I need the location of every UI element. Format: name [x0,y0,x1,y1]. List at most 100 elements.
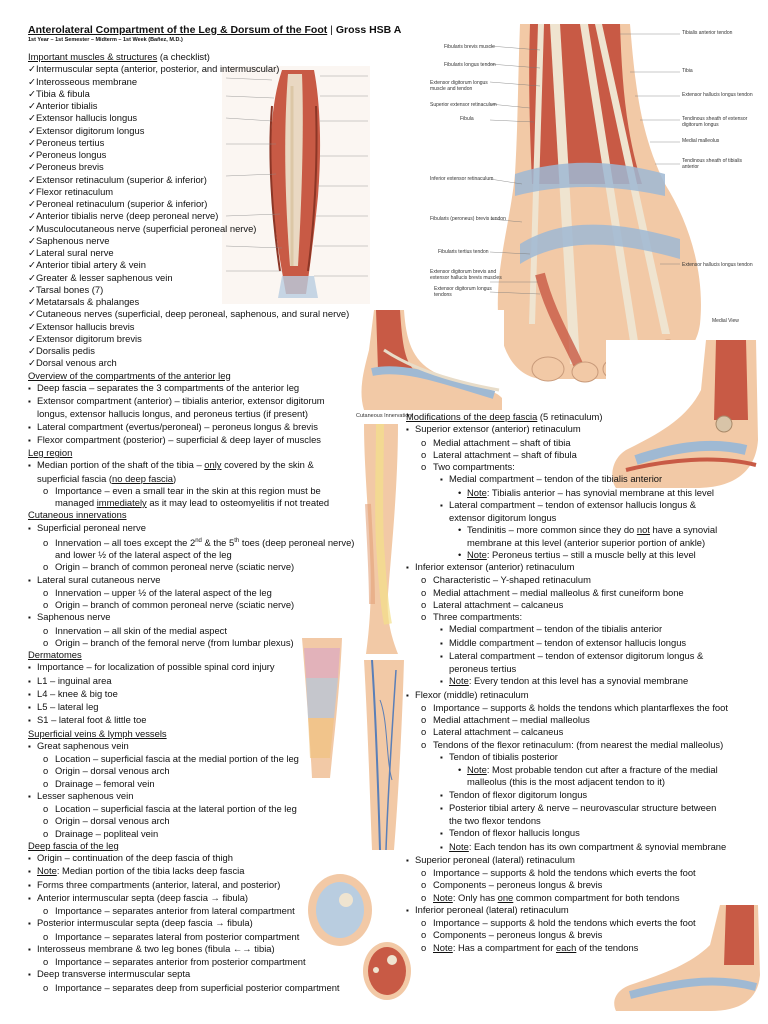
cutaneous-heading: Cutaneous innervations [28,509,127,521]
vein-item: Great saphenous vein [28,740,354,753]
deep-fascia-sub: Importance – separates deep from superfi… [28,982,354,994]
lateral-foot-figure [354,310,504,410]
checklist-item: Anterior tibial artery & vein [28,259,354,271]
retinaculum-subsub-cont: extensor digitorum longus [449,512,557,523]
retinaculum-subsub: Tendon of tibialis posterior [406,751,728,764]
retinaculum-sub: Tendons of the flexor retinaculum: (from… [406,739,728,751]
retinaculum-item: Superior extensor (anterior) retinaculum [406,423,728,436]
checklist-item: Tibia & fibula [28,88,354,100]
leg-region-sub-cont: managed immediately as it may lead to os… [55,497,330,508]
retinaculum-sub: Lateral attachment – calcaneus [406,726,728,738]
checklist-item: Dorsalis pedis [28,345,354,357]
label-fibularis-brevis: Fibularis brevis muscle [444,44,495,50]
retinaculum-subsub: Middle compartment – tendon of extensor … [406,637,728,650]
leg-region-item: Median portion of the shaft of the tibia… [28,459,354,472]
retinaculum-item: Superior peroneal (lateral) retinaculum [406,854,728,867]
retinaculum-subsub: Medial compartment – tendon of the tibia… [406,473,728,486]
retinaculum-note-cont: membrane at this level (anterior superio… [467,536,706,548]
retinaculum-note: Note: Peroneus tertius – still a muscle … [406,549,728,561]
cutaneous-sub-cont: and lower ½ of the lateral aspect of the… [55,549,232,561]
cutaneous-sub: Innervation – upper ½ of the lateral asp… [28,587,354,599]
checklist-item: Extensor hallucis longus [28,112,354,124]
retinaculum-sub: Importance – supports & holds the tendon… [406,702,728,714]
cutaneous-item: Superficial peroneal nerve [28,522,354,535]
retinaculum-sub: Medial attachment – medial malleolus & f… [406,587,728,599]
label-fibularis-longus: Fibularis longus tendon [444,62,496,68]
label-fibula: Fibula [460,116,474,122]
veins-heading: Superficial veins & lymph vessels [28,727,167,739]
checklist-item: Greater & lesser saphenous vein [28,272,354,284]
page-subtitle: 1st Year – 1st Semester – Midterm – 1st … [28,37,183,43]
dermatome-item: S1 – lateral foot & little toe [28,714,354,727]
checklist-item: Lateral sural nerve [28,247,354,259]
retinaculum-sub: Three compartments: [406,611,728,623]
deep-fascia-item: Deep transverse intermuscular septa [28,968,354,981]
deep-fascia-item: Interosseus membrane & two leg bones (fi… [28,943,354,956]
label-edl-muscle: Extensor digitorum longus muscle and ten… [430,80,488,92]
dermatome-item: Importance – for localization of possibl… [28,661,354,674]
retinaculum-note: Note: Most probable tendon cut after a f… [406,764,728,776]
label-edb: Extensor digitorum brevis and extensor h… [430,269,502,281]
leg-region-sub: Importance – even a small tear in the sk… [28,485,354,497]
vein-sub: Drainage – popliteal vein [28,828,354,840]
page-title: Anterolateral Compartment of the Leg & D… [28,24,402,36]
checklist-item: Anterior tibialis nerve (deep peroneal n… [28,210,354,222]
checklist-item: Tarsal bones (7) [28,284,354,296]
label-fibularis-tertius: Fibularis tertius tendon [438,249,489,255]
leg-region-heading: Leg region [28,447,73,458]
retinaculum-sub: Lateral attachment – calcaneus [406,599,728,611]
retinaculum-subsub: Lateral compartment – tendon of extensor… [406,499,728,512]
overview-item-cont: longus, extensor hallucis longus, and pe… [37,408,308,420]
vein-sub: Origin – dorsal venous arch [28,765,354,777]
label-tibialis-anterior-sheath: Tendinous sheath of tibialis anterior [682,158,743,170]
checklist-item: Cutaneous nerves (superficial, deep pero… [28,308,354,320]
retinaculum-item: Flexor (middle) retinaculum [406,689,728,702]
checklist-item: Saphenous nerve [28,235,354,247]
vein-sub: Location – superficial fascia at the lat… [28,803,354,815]
overview-item: Extensor compartment (anterior) – tibial… [28,395,354,408]
cutaneous-sub: Origin – branch of common peroneal nerve… [28,561,354,573]
overview-item: Deep fascia – separates the 3 compartmen… [28,382,354,395]
retinaculum-sub: Characteristic – Y-shaped retinaculum [406,574,728,586]
deep-fascia-sub: Importance – separates anterior from lat… [28,905,354,917]
retinaculum-item: Inferior peroneal (lateral) retinaculum [406,904,728,917]
retinaculum-subsub: Note: Every tendon at this level has a s… [406,675,728,688]
checklist-item: Extensor digitorum longus [28,125,354,137]
cutaneous-sub: Innervation – all skin of the medial asp… [28,625,354,637]
overview-item: Flexor compartment (posterior) – superfi… [28,434,354,447]
retinaculum-note: Tendinitis – more common since they do n… [406,524,728,536]
checklist-heading: Important muscles & structures (a checkl… [28,51,210,62]
cutaneous-item: Lateral sural cutaneous nerve [28,574,354,587]
dorsum-foot-figure: Tibialis anterior tendon Fibularis brevi… [430,24,760,384]
checklist-item: Peroneal retinaculum (superior & inferio… [28,198,354,210]
checklist-item: Extensor digitorum brevis [28,333,354,345]
deep-fascia-item: Note: Median portion of the tibia lacks … [28,865,354,878]
label-superior-extensor-retinaculum: Superior extensor retinaculum [430,102,497,108]
label-fibularis-brevis-tendon: Fibularis (peroneus) brevis tendon [430,216,506,222]
retinaculum-subsub: Note: Each tendon has its own compartmen… [406,841,728,854]
checklist-item: Metatarsals & phalanges [28,296,354,308]
cutaneous-sub: Origin – branch of common peroneal nerve… [28,599,354,611]
deep-fascia-heading: Deep fascia of the leg [28,839,119,851]
superficial-veins-figure [358,660,410,862]
cross-section-figure-lower [362,940,412,1002]
retinaculum-note-cont: malleolus (this is the most adjacent ten… [467,776,666,788]
checklist-item: Extensor retinaculum (superior & inferio… [28,174,354,186]
checklist-item: Intermuscular septa (anterior, posterior… [28,63,354,75]
course-label: Gross HSB A [335,24,402,36]
retinaculum-sub: Medial attachment – medial malleolus [406,714,728,726]
label-ehl-tendon: Extensor hallucis longus tendon [682,92,753,98]
retinaculum-subsub: Posterior tibial artery & nerve – neurov… [406,802,728,815]
retinaculum-subsub-cont: peroneus tertius [449,663,517,674]
checklist-item: Dorsal venous arch [28,357,354,369]
retinaculum-sub: Medial attachment – shaft of tibia [406,437,728,449]
checklist-item: Anterior tibialis [28,100,354,112]
retinaculum-note: Note: Tibialis anterior – has synovial m… [406,487,728,499]
checklist-item: Peroneus brevis [28,161,354,173]
right-column: Modifications of the deep fascia (5 reti… [406,411,728,954]
deep-fascia-item: Posterior intermuscular septa (deep fasc… [28,917,354,930]
deep-fascia-item: Origin – continuation of the deep fascia… [28,852,354,865]
deep-fascia-sub: Importance – separates lateral from post… [28,931,354,943]
vein-sub: Origin – dorsal venous arch [28,815,354,827]
label-edl-tendons: Extensor digitorum longus tendons [434,286,492,298]
